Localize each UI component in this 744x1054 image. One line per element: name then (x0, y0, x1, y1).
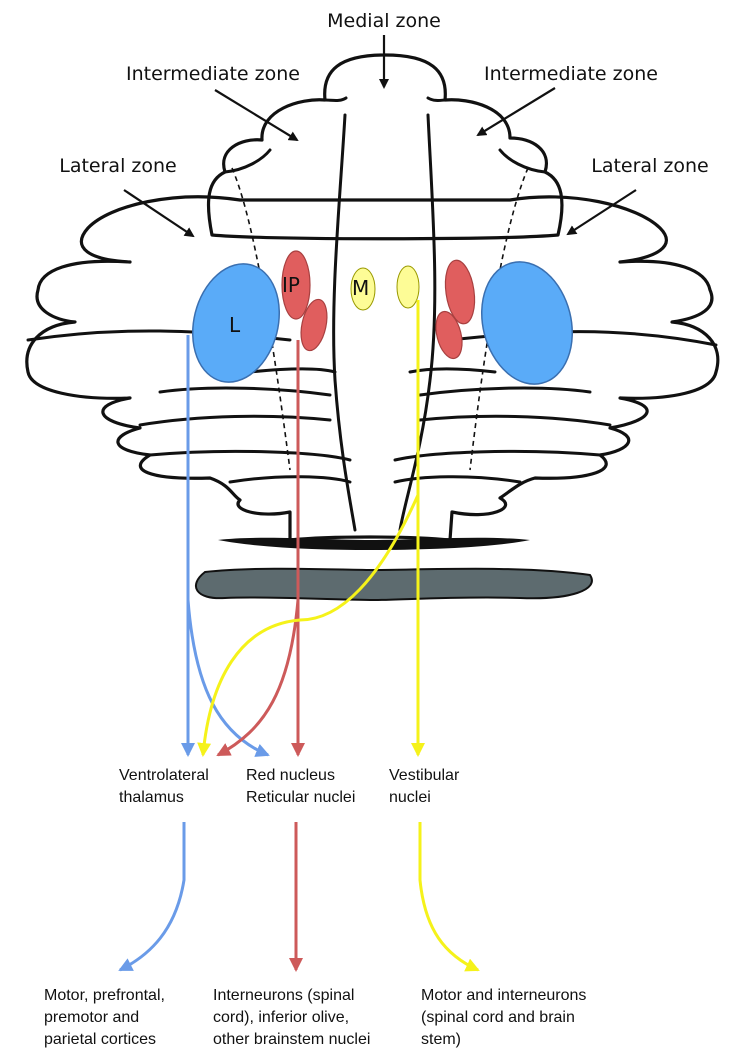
brainstem-segment (196, 538, 592, 600)
relay-label-red-reticular: Red nucleus Reticular nuclei (246, 767, 355, 806)
zone-label-lateral-right: Lateral zone (591, 155, 708, 177)
zone-label-medial: Medial zone (327, 10, 441, 32)
nucleus-label-ip: IP (282, 273, 300, 297)
target-label-interneurons: Interneurons (spinal cord), inferior oli… (213, 987, 370, 1048)
zone-label-intermediate-left: Intermediate zone (126, 63, 300, 85)
cerebellum-body (27, 115, 718, 540)
target-label-cortices: Motor, prefrontal, premotor and parietal… (44, 987, 169, 1048)
pathway-lateral-blue (120, 335, 268, 970)
nucleus-label-m: M (352, 276, 369, 300)
nucleus-label-l: L (229, 313, 241, 337)
relay-label-vestibular: Vestibular nuclei (389, 767, 464, 806)
relay-label-thalamus: Ventrolateral thalamus (119, 767, 213, 806)
target-label-motor-interneurons: Motor and interneurons (spinal cord and … (421, 987, 591, 1048)
zone-label-lateral-left: Lateral zone (59, 155, 176, 177)
pathway-medial-yellow (203, 300, 478, 970)
interposed-nuclei (282, 251, 478, 361)
zone-label-intermediate-right: Intermediate zone (484, 63, 658, 85)
